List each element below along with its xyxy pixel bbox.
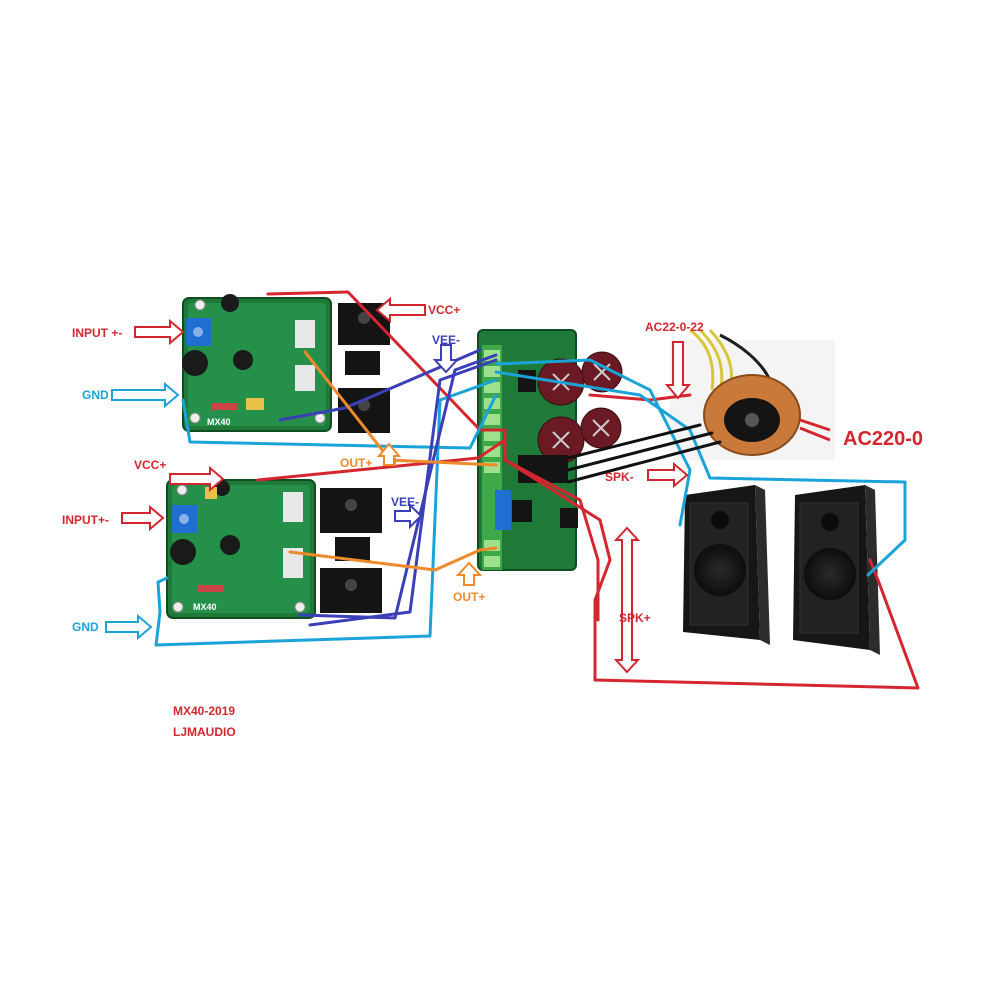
label-out-top: OUT+ [340, 456, 372, 470]
arrow-vee-top [432, 344, 460, 374]
toroidal-transformer [670, 328, 835, 460]
label-gnd-bottom: GND [72, 620, 99, 634]
label-vee-bottom: VEE- [391, 495, 419, 509]
wires-black [566, 423, 722, 484]
wires-cyan [154, 358, 907, 647]
label-ac22: AC22-0-22 [645, 320, 704, 334]
label-spk-minus: SPK- [605, 470, 634, 484]
arrow-out-bottom [455, 561, 483, 586]
arrow-gnd-bottom [105, 613, 153, 641]
arrow-vcc-top [375, 296, 426, 324]
label-spk-plus: SPK+ [619, 611, 651, 625]
amp-board-bottom: MX40 [166, 479, 316, 619]
wires-blue [278, 348, 498, 627]
label-vee-top: VEE- [432, 333, 460, 347]
speaker-right [793, 485, 880, 655]
arrow-input-bottom [121, 504, 165, 532]
arrow-spk-minus [647, 461, 689, 489]
terminal-strip [482, 345, 502, 570]
label-out-bottom: OUT+ [453, 590, 485, 604]
protection-relay [495, 490, 511, 530]
board-silk-top: MX40 [207, 417, 231, 427]
arrow-vee-bottom [394, 502, 423, 530]
arrow-spk-plus [613, 526, 641, 674]
heatsink-transistors-top [338, 303, 390, 433]
label-vcc-bottom: VCC+ [134, 458, 166, 472]
arrows [105, 296, 692, 674]
label-vcc-top: VCC+ [428, 303, 460, 317]
heatsink-transistors-bottom [320, 488, 382, 613]
label-gnd-top: GND [82, 388, 109, 402]
arrow-ac22 [664, 341, 692, 400]
label-model: MX40-2019 [173, 704, 235, 718]
board-silk-bottom: MX40 [193, 602, 217, 612]
speaker-left [683, 485, 770, 645]
label-input-top: INPUT +- [72, 326, 122, 340]
label-ac220: AC220-0 [843, 428, 923, 450]
labels: INPUT +- GND VCC+ VEE- OUT+ VCC+ INPUT+-… [62, 303, 923, 739]
power-protection-board [477, 329, 623, 571]
capacitor-top-left [182, 350, 208, 376]
arrow-vcc-bottom [169, 465, 225, 493]
wires-red [256, 290, 920, 690]
label-input-bottom: INPUT+- [62, 513, 109, 527]
arrow-out-top-up [376, 442, 402, 466]
amp-board-top: MX40 [182, 294, 332, 432]
arrow-gnd-top [111, 381, 180, 409]
arrow-input-top [134, 318, 185, 346]
label-brand: LJMAUDIO [173, 725, 236, 739]
